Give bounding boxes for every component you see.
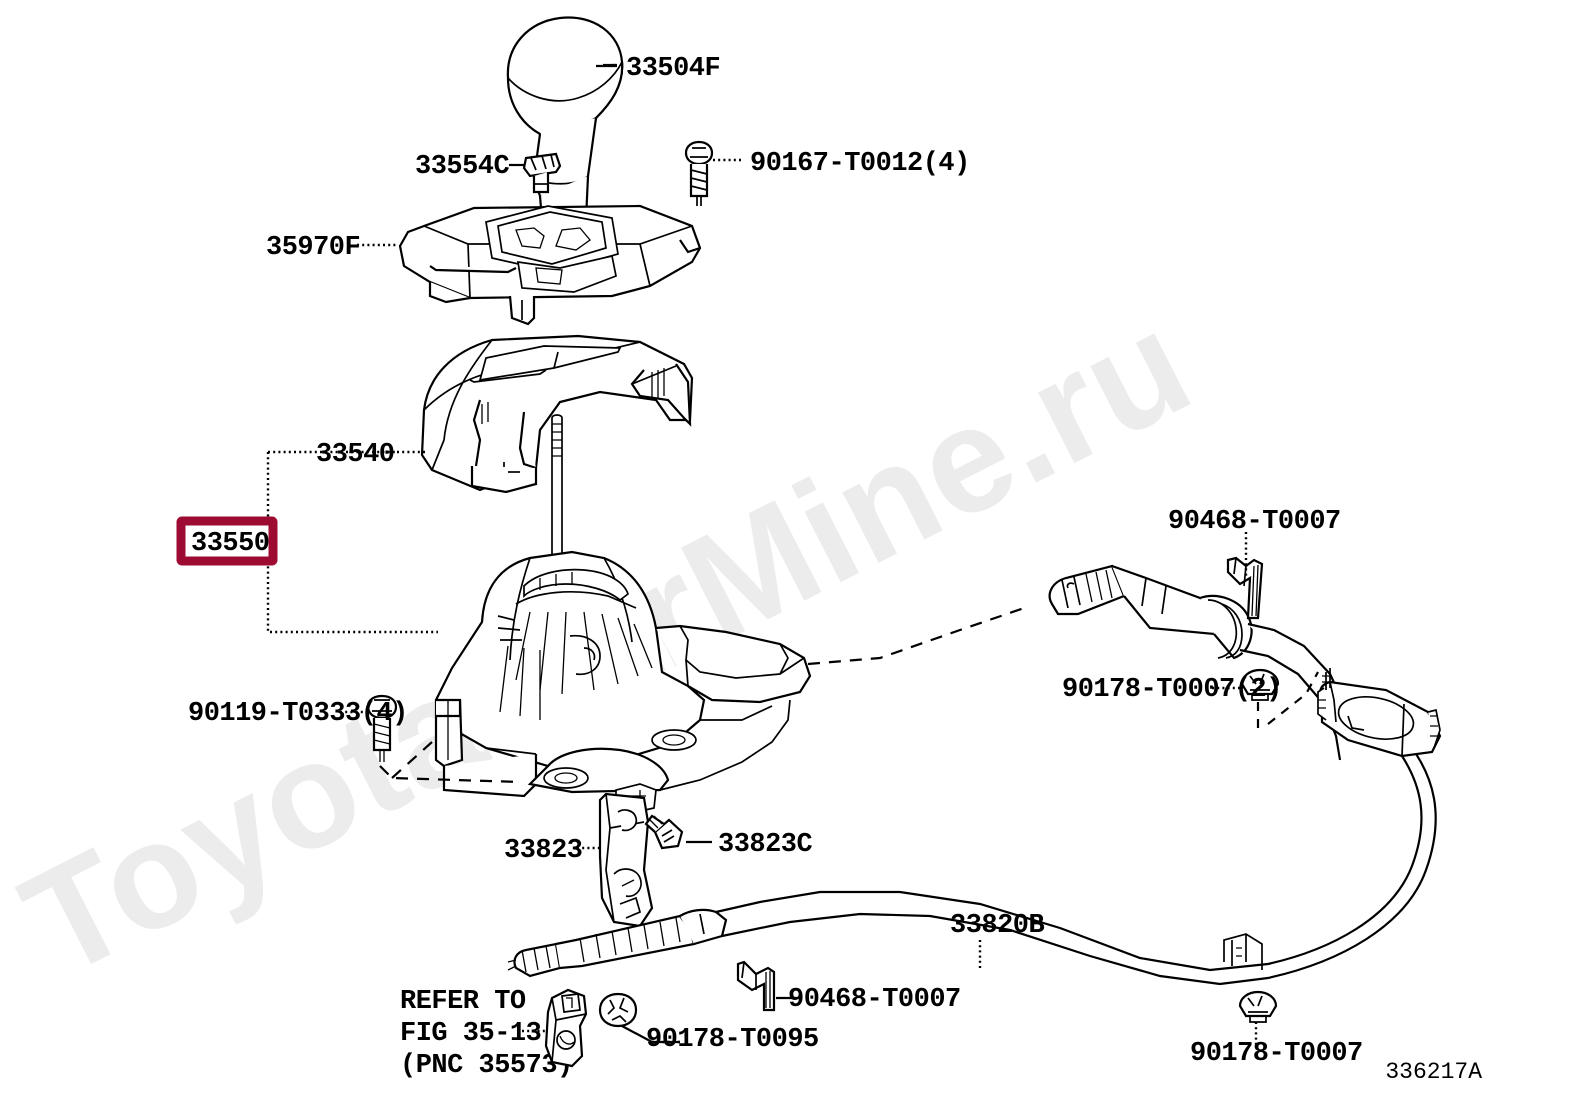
- callout-33820B: 33820B: [950, 911, 1045, 941]
- floor-shift-assembly-drawing: [434, 550, 812, 798]
- callout-33504F: 33504F: [626, 54, 720, 84]
- callout-35970F: 35970F: [266, 233, 360, 263]
- screw-90167-drawing: [684, 140, 714, 206]
- control-cable-right-drawing: [1223, 747, 1437, 980]
- nut-90178-t0095-drawing: [598, 992, 638, 1028]
- refer-line2: FIG 35-13: [400, 1019, 541, 1049]
- bracket-screw-drawing: [644, 814, 684, 850]
- cable-lower-end-drawing: [507, 890, 1269, 986]
- nut-90178-lower-drawing: [1238, 990, 1278, 1023]
- callout-90119: 90119-T0333(4): [188, 699, 408, 729]
- indicator-panel-drawing: [398, 204, 702, 326]
- assembly-bracket: [252, 450, 438, 634]
- clip-90468-lower-drawing: [736, 960, 776, 1012]
- callout-90468-upper: 90468-T0007: [1168, 507, 1341, 537]
- cable-end-mount-plate-drawing: [1317, 668, 1442, 758]
- highlight-box-33550[interactable]: [176, 516, 278, 566]
- callout-33540: 33540: [316, 440, 395, 470]
- callout-33823: 33823: [504, 836, 583, 866]
- cable-bracket-drawing: [598, 792, 654, 928]
- callout-90178-lower: 90178-T0007: [1190, 1039, 1363, 1069]
- nut-90178-2-drawing: [1240, 668, 1280, 701]
- bolt-90119-drawing: [366, 694, 398, 762]
- callout-90178-2: 90178-T0007(2): [1062, 675, 1282, 705]
- figure-number: 336217A: [1385, 1059, 1482, 1085]
- refer-line1: REFER TO: [400, 987, 526, 1017]
- callout-90178-T0095: 90178-T0095: [646, 1025, 819, 1055]
- knob-clip-drawing: [522, 152, 562, 194]
- callout-90167: 90167-T0012(4): [750, 149, 970, 179]
- dash-90119-to-body: [379, 765, 521, 784]
- refer-line3: (PNC 35573): [400, 1051, 573, 1081]
- callout-90468-lower: 90468-T0007: [788, 985, 961, 1015]
- callout-33550: 33550: [191, 529, 270, 559]
- shift-rod-drawing: [551, 414, 563, 561]
- clip-90468-upper-drawing: [1226, 556, 1264, 620]
- callout-33554C: 33554C: [415, 152, 510, 182]
- dash-90119-to-body-2: [391, 741, 433, 779]
- pnc-35573-bracket-drawing: [544, 988, 588, 1068]
- callout-33823C: 33823C: [718, 830, 813, 860]
- dash-cable-to-body: [807, 604, 1031, 666]
- housing-cover-drawing: [420, 334, 694, 494]
- cable-upper-end-drawing: [1048, 564, 1352, 761]
